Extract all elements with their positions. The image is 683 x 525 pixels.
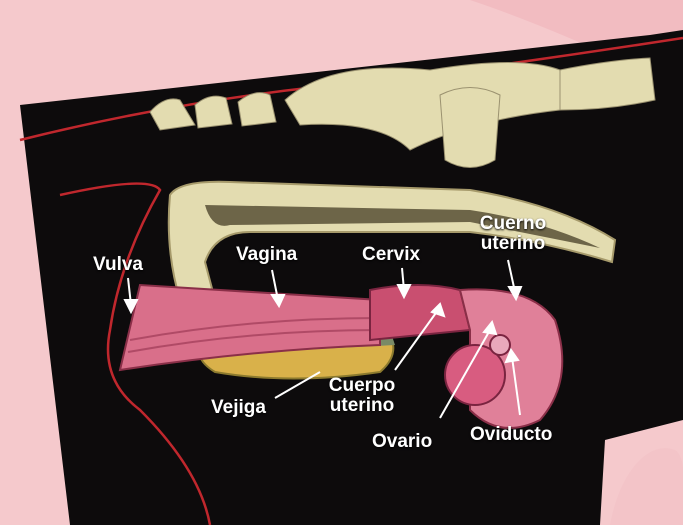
heart-decoration: [610, 448, 683, 525]
label-cervix: Cervix: [362, 245, 420, 265]
label-cuerno-uterino: Cuerno uterino: [468, 214, 558, 254]
label-vejiga: Vejiga: [211, 398, 266, 418]
label-vagina: Vagina: [236, 245, 297, 265]
label-cuerpo-uterino: Cuerpo uterino: [322, 376, 402, 416]
label-oviducto: Oviducto: [470, 425, 552, 445]
label-ovario: Ovario: [372, 432, 432, 452]
label-vulva: Vulva: [93, 255, 143, 275]
